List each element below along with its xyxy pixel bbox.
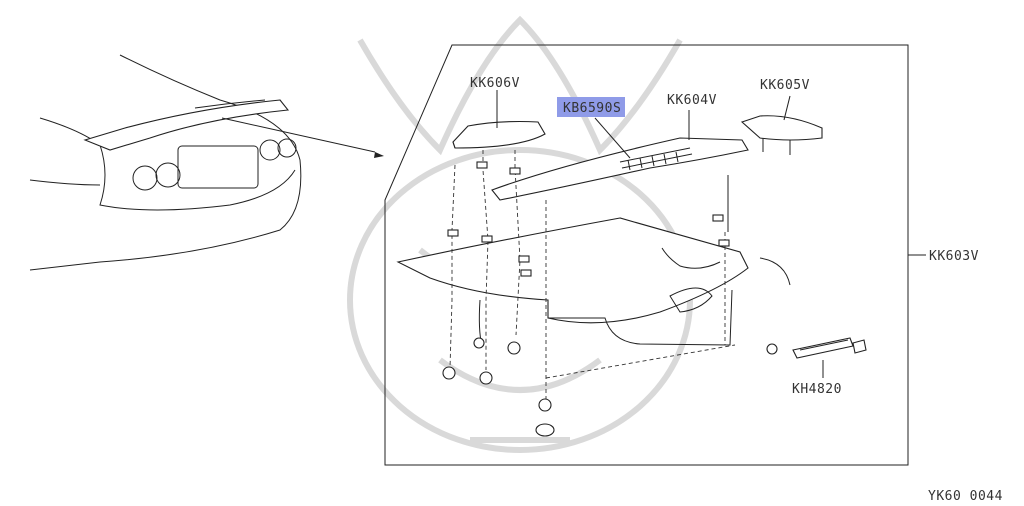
detail-frame xyxy=(384,44,909,466)
part-kk604v-spoiler xyxy=(491,137,749,201)
label-kk604v: KK604V xyxy=(667,93,717,108)
kb6590s-highlight xyxy=(557,97,625,117)
label-kk603v: KK603V xyxy=(929,249,979,264)
fastener-lines xyxy=(449,150,736,400)
label-kb6590s-rest: 0S xyxy=(605,101,622,116)
label-kb6590s: KB6590S xyxy=(563,101,621,116)
car-rear-sketch xyxy=(29,54,384,271)
part-kk605v-cap xyxy=(740,115,823,155)
part-kk603v-trunk-lid xyxy=(396,175,791,347)
part-kh4820-bracket xyxy=(766,337,867,359)
fasteners xyxy=(442,161,730,437)
label-kh4820: KH4820 xyxy=(792,382,842,397)
part-kk606v-cap xyxy=(452,120,546,149)
figure-code: YK60 0044 xyxy=(928,489,1003,504)
label-kb6590s-highlighted: KB659 xyxy=(563,101,605,116)
label-kk605v: KK605V xyxy=(760,78,810,93)
label-kk606v: KK606V xyxy=(470,76,520,91)
leader-lines xyxy=(496,90,926,378)
